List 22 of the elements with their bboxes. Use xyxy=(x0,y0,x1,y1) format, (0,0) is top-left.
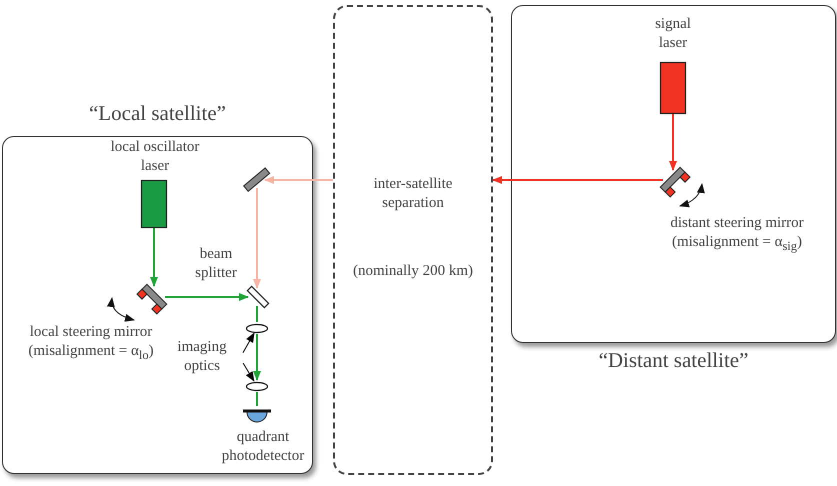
beam-arrow xyxy=(253,188,261,289)
satellite-title: “Local satellite” xyxy=(88,100,227,126)
beam-arrow xyxy=(669,114,677,171)
component-label: quadrant photodetector xyxy=(220,428,306,466)
component-label: local steering mirror (misalignment = α$_{lo}$) xyxy=(27,323,155,364)
leader-line xyxy=(242,362,254,382)
component-label: signal laser xyxy=(654,15,692,53)
satellite-title: “Distant satellite” xyxy=(598,347,750,373)
component-label: distant steering mirror (misalignment = α$_{sig}$) xyxy=(669,214,805,255)
leader-line xyxy=(242,332,255,354)
separation-label: inter-satellite separation xyxy=(372,175,454,213)
beam-arrow xyxy=(492,176,663,184)
component-label: local oscillator laser xyxy=(110,138,200,176)
component-label: imaging optics xyxy=(176,338,228,376)
beam-arrow xyxy=(264,176,333,184)
beam-arrow xyxy=(253,334,261,381)
beam-arrow xyxy=(150,228,158,287)
separation-label: (nominally 200 km) xyxy=(352,262,474,281)
beam-arrow xyxy=(165,293,249,301)
lens-icon xyxy=(246,382,268,391)
component-label: beam splitter xyxy=(194,245,238,283)
lens-icon xyxy=(246,324,268,333)
